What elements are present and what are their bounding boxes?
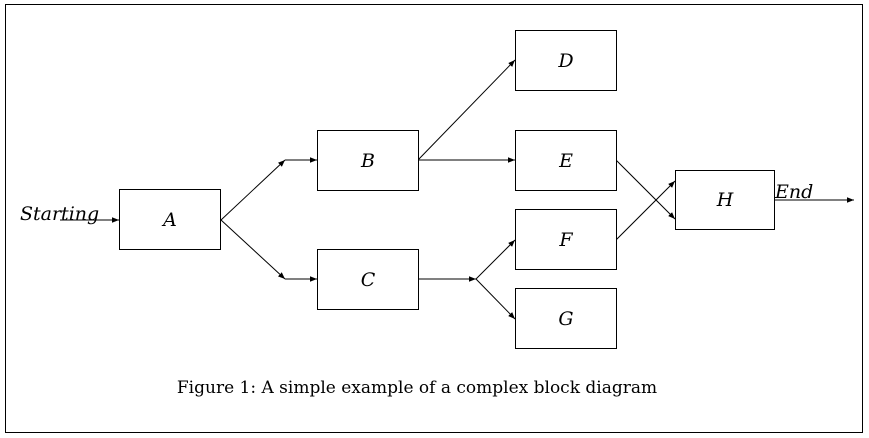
wire-a-c-diag <box>220 219 286 280</box>
outer-border <box>5 4 863 433</box>
block-f-label: F <box>558 229 573 251</box>
block-a: A <box>119 189 221 250</box>
block-h-box <box>675 170 775 230</box>
connections <box>60 59 854 320</box>
block-c: C <box>317 249 419 310</box>
block-h-label: H <box>716 189 734 211</box>
block-g-label: G <box>558 308 573 330</box>
block-c-label: C <box>361 269 376 291</box>
block-g: G <box>515 288 617 349</box>
block-e-box <box>515 130 617 191</box>
block-a-label: A <box>161 209 177 231</box>
block-f-box <box>515 209 617 270</box>
block-c-box <box>317 249 419 310</box>
wire-junction-g <box>475 278 516 320</box>
input-label: Starting <box>20 203 99 225</box>
output-label: End <box>774 181 813 203</box>
block-e-label: E <box>558 150 573 172</box>
wire-e-h <box>615 159 676 220</box>
block-b-box <box>317 130 419 191</box>
figure-caption: Figure 1: A simple example of a complex … <box>177 378 657 398</box>
block-g-box <box>515 288 617 349</box>
block-d-box <box>515 30 617 91</box>
block-b-label: B <box>360 150 375 172</box>
block-b: B <box>317 130 419 191</box>
block-e: E <box>515 130 617 191</box>
wire-f-h <box>615 180 676 241</box>
block-d: D <box>515 30 617 91</box>
block-h: H <box>675 170 775 230</box>
wire-a-b-diag <box>220 159 286 221</box>
wire-b-d <box>417 59 516 161</box>
block-f: F <box>515 209 617 270</box>
block-d-label: D <box>557 50 573 72</box>
block-a-box <box>119 189 221 250</box>
wire-junction-f <box>475 239 516 280</box>
